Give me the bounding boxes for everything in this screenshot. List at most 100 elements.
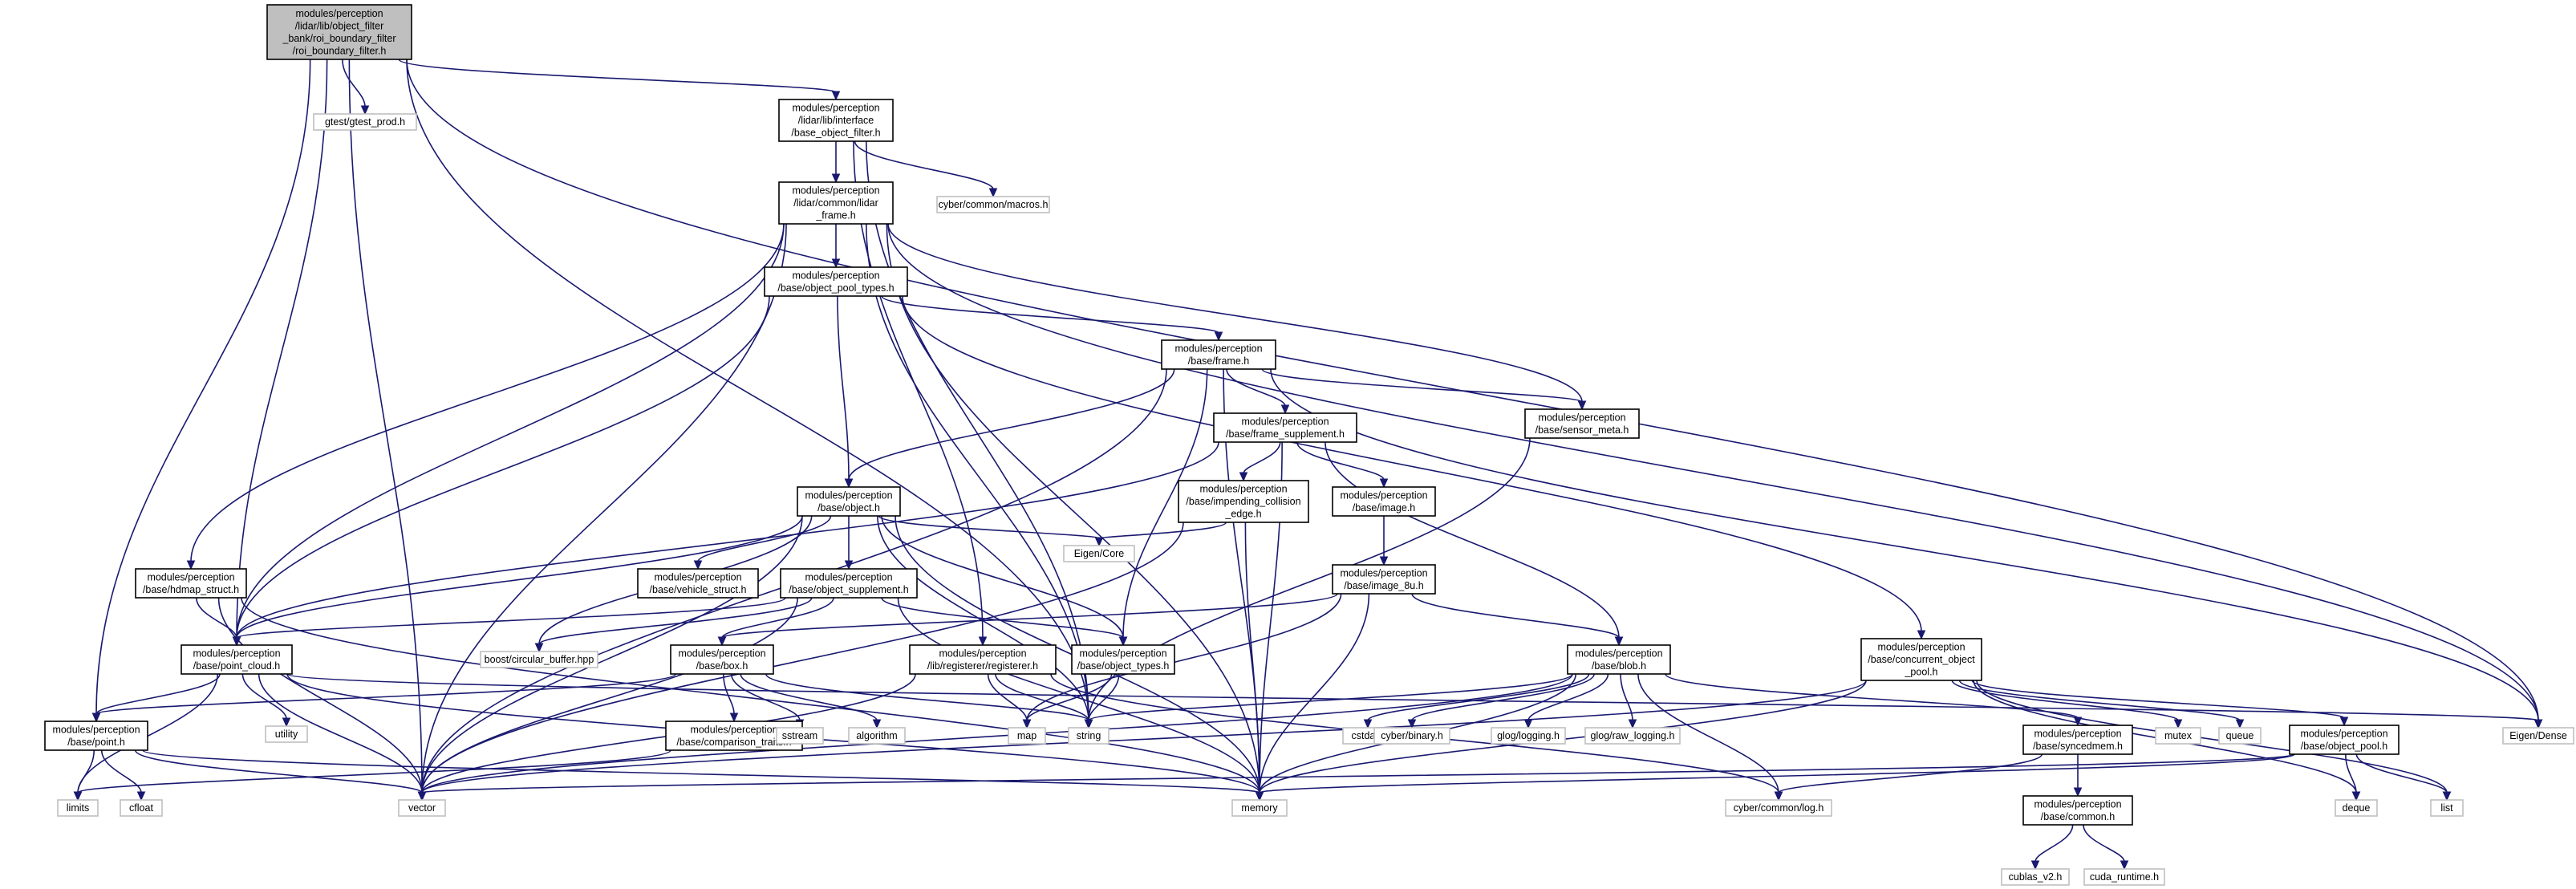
node-hdmap-struct[interactable]: modules/perception/base/hdmap_struct.h bbox=[135, 568, 247, 599]
node-point[interactable]: modules/perception/base/point.h bbox=[44, 721, 148, 751]
node-cublas: cublas_v2.h bbox=[2001, 868, 2070, 886]
node-box bbox=[313, 113, 417, 131]
node-box bbox=[2155, 727, 2201, 745]
node-object[interactable]: modules/perception/base/object.h bbox=[797, 486, 901, 517]
edge-object-types-to-string bbox=[1088, 673, 1120, 721]
edge-object-pool-types-to-concurrent-pool bbox=[902, 295, 1922, 632]
edge-concurrent-pool-to-queue bbox=[1958, 680, 2241, 721]
node-impending[interactable]: modules/perception/base/impending_collis… bbox=[1178, 480, 1309, 523]
node-label-line: Eigen/Dense bbox=[2509, 730, 2567, 741]
node-label-line: cyber/binary.h bbox=[1381, 730, 1443, 741]
edge-base-object-filter-to-cyber-macros bbox=[854, 140, 994, 190]
node-concurrent-pool[interactable]: modules/perception/base/concurrent_objec… bbox=[1860, 638, 1982, 681]
node-label-line: mutex bbox=[2164, 730, 2193, 741]
edge-concurrent-pool-to-mutex bbox=[1951, 680, 2179, 721]
edge-arrowhead bbox=[1523, 719, 1533, 729]
edge-arrowhead bbox=[136, 791, 146, 802]
edge-image-8u-to-blob bbox=[1411, 593, 1620, 639]
node-box bbox=[1524, 408, 1640, 439]
node-utility: utility bbox=[265, 725, 308, 743]
node-eigen-dense: Eigen/Dense bbox=[2502, 727, 2574, 745]
node-box bbox=[1008, 727, 1046, 745]
node-object-pool-types[interactable]: modules/perception/base/object_pool_type… bbox=[764, 266, 908, 297]
edge-common-to-cuda-runtime bbox=[2083, 824, 2125, 863]
node-label-line: modules/perception bbox=[792, 103, 879, 114]
node-point-cloud[interactable]: modules/perception/base/point_cloud.h bbox=[181, 644, 293, 675]
edge-arrowhead bbox=[844, 478, 854, 489]
edge-point-cloud-to-utility bbox=[241, 673, 287, 720]
node-box bbox=[637, 568, 759, 599]
node-box bbox=[764, 266, 908, 297]
node-box bbox=[2083, 868, 2165, 886]
node-box bbox=[1491, 727, 1566, 745]
node-label-line: utility bbox=[275, 729, 298, 740]
node-object-types[interactable]: modules/perception/base/object_types.h bbox=[1071, 644, 1175, 675]
node-label-line: Eigen/Core bbox=[1074, 548, 1125, 559]
node-root[interactable]: modules/perception/lidar/lib/object_filt… bbox=[266, 4, 412, 60]
node-label-line: /base/concurrent_object bbox=[1868, 654, 1975, 665]
edge-object-pool-to-list bbox=[2355, 753, 2448, 794]
edge-root-to-base-object-filter bbox=[398, 59, 837, 93]
edge-arrowhead bbox=[1363, 719, 1373, 729]
node-label-line: /lidar/lib/object_filter bbox=[295, 20, 383, 31]
node-label-line: /base/hdmap_struct.h bbox=[143, 584, 239, 595]
node-box bbox=[848, 727, 906, 745]
edge-comparison-to-limits bbox=[77, 749, 671, 794]
node-label-line: /base/common.h bbox=[2041, 811, 2115, 822]
node-box[interactable]: modules/perception/base/box.h bbox=[670, 644, 774, 675]
node-box bbox=[2289, 725, 2400, 755]
node-label-line: algorithm bbox=[856, 730, 897, 741]
node-box bbox=[1071, 644, 1175, 675]
node-blob[interactable]: modules/perception/base/blob.h bbox=[1567, 644, 1671, 675]
edge-arrowhead bbox=[534, 643, 544, 653]
edge-common-to-cublas bbox=[2034, 824, 2074, 863]
node-syncedmem[interactable]: modules/perception/base/syncedmem.h bbox=[2022, 725, 2133, 755]
edge-arrowhead bbox=[186, 560, 196, 570]
node-box bbox=[778, 99, 894, 142]
node-glog-logging: glog/logging.h bbox=[1491, 727, 1566, 745]
edge-arrowhead bbox=[1774, 791, 1783, 802]
node-limits: limits bbox=[57, 799, 99, 817]
node-lidar-frame[interactable]: modules/perception/lidar/common/lidar_fr… bbox=[778, 181, 894, 225]
edge-point-to-memory bbox=[142, 749, 1260, 794]
node-vehicle-struct[interactable]: modules/perception/base/vehicle_struct.h bbox=[637, 568, 759, 599]
node-registerer[interactable]: modules/perception/lib/registerer/regist… bbox=[909, 644, 1057, 675]
edge-arrowhead bbox=[1255, 791, 1264, 802]
edge-blob-to-string bbox=[1088, 673, 1573, 721]
node-label-line: boost/circular_buffer.hpp bbox=[485, 654, 594, 665]
node-cuda-runtime: cuda_runtime.h bbox=[2083, 868, 2165, 886]
node-object-supplement[interactable]: modules/perception/base/object_supplemen… bbox=[780, 568, 918, 599]
edge-arrowhead bbox=[1094, 537, 1104, 547]
edge-arrowhead bbox=[2339, 716, 2349, 727]
node-label-line: /base/image_8u.h bbox=[1344, 580, 1423, 591]
node-label-line: glog/logging.h bbox=[1497, 730, 1560, 741]
node-image-8u[interactable]: modules/perception/base/image_8u.h bbox=[1332, 564, 1436, 595]
edge-lidar-frame-to-vector bbox=[421, 223, 787, 794]
node-label-line: /base/frame_supplement.h bbox=[1226, 428, 1345, 440]
edge-lidar-frame-to-memory bbox=[886, 223, 1260, 794]
edge-object-pool-types-to-point-cloud bbox=[236, 295, 770, 639]
edge-box-to-algorithm bbox=[740, 673, 878, 721]
node-box bbox=[1178, 480, 1309, 523]
edge-object-supplement-to-object-types bbox=[881, 597, 1124, 639]
node-label-line: modules/perception bbox=[1538, 412, 1625, 423]
node-cyber-log: cyber/common/log.h bbox=[1725, 799, 1832, 817]
node-common[interactable]: modules/perception/base/common.h bbox=[2022, 795, 2133, 826]
node-label-line: cublas_v2.h bbox=[2009, 871, 2063, 883]
node-gtest: gtest/gtest_prod.h bbox=[313, 113, 417, 131]
node-label-line: cyber/common/macros.h bbox=[939, 199, 1049, 210]
edge-arrowhead bbox=[1022, 719, 1032, 729]
node-box bbox=[265, 725, 308, 743]
node-frame[interactable]: modules/perception/base/frame.h bbox=[1161, 339, 1276, 370]
node-base-object-filter[interactable]: modules/perception/lidar/lib/interface/b… bbox=[778, 99, 894, 142]
edge-arrowhead bbox=[91, 712, 101, 723]
node-frame-supplement[interactable]: modules/perception/base/frame_supplement… bbox=[1213, 412, 1357, 443]
node-sensor-meta[interactable]: modules/perception/base/sensor_meta.h bbox=[1524, 408, 1640, 439]
node-box bbox=[135, 568, 247, 599]
node-object-pool[interactable]: modules/perception/base/object_pool.h bbox=[2289, 725, 2400, 755]
edge-frame-supplement-to-impending bbox=[1243, 441, 1281, 474]
node-label-line: _edge.h bbox=[1224, 509, 1261, 520]
node-comparison[interactable]: modules/perception/base/comparison_trait… bbox=[665, 721, 803, 751]
node-image[interactable]: modules/perception/base/image.h bbox=[1332, 486, 1436, 517]
edge-arrowhead bbox=[1577, 400, 1587, 411]
